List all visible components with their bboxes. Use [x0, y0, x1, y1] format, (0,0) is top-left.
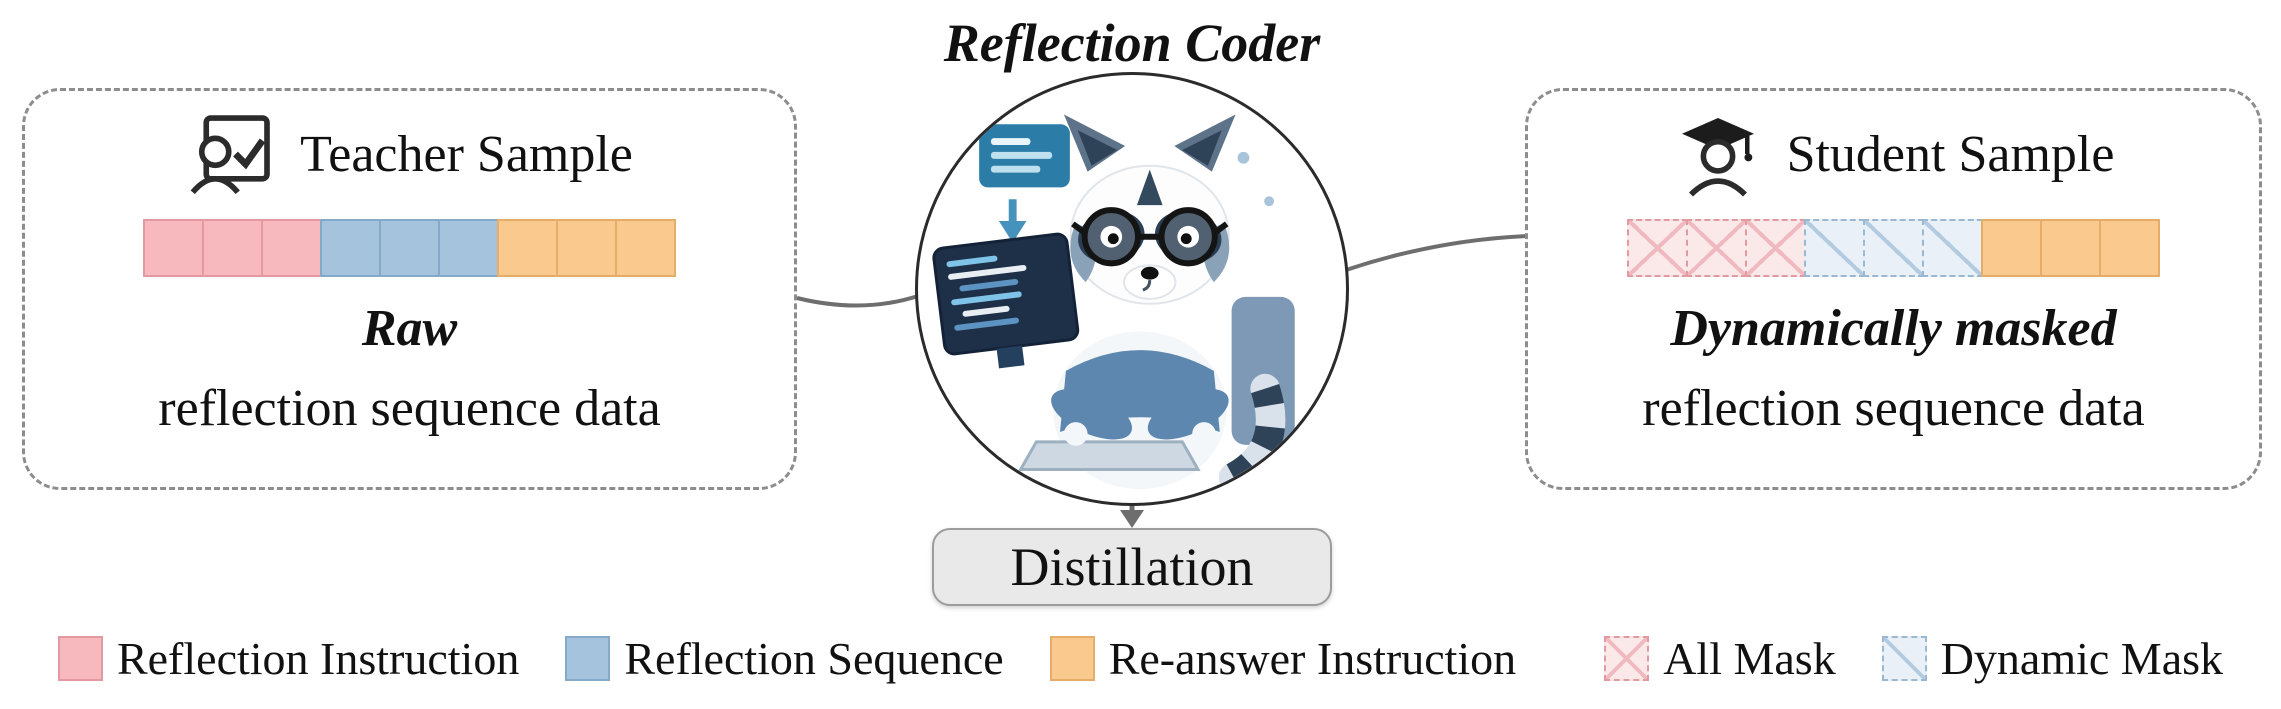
legend-item-dynamic-mask: Dynamic Mask — [1881, 632, 2224, 685]
teacher-caption-emphasis: Raw — [361, 300, 458, 357]
legend-label: Reflection Instruction — [116, 633, 520, 684]
sequence-cell-blue-masked — [1804, 219, 1865, 277]
student-sequence — [1528, 219, 2259, 277]
sequence-cell-pink — [143, 219, 204, 277]
student-sample-panel: Student Sample Dynamically masked reflec… — [1525, 88, 2262, 490]
legend-item-reflection-sequence: Reflection Sequence — [565, 632, 1004, 685]
sequence-cell-pink-masked — [1627, 219, 1688, 277]
teacher-sample-panel: Teacher Sample Raw reflection sequence d… — [22, 88, 797, 490]
sequence-cell-blue-masked — [1863, 219, 1924, 277]
raccoon-coder-illustration — [915, 72, 1349, 506]
sequence-cell-blue — [379, 219, 440, 277]
teacher-header: Teacher Sample — [25, 109, 794, 199]
legend-label: Reflection Sequence — [624, 633, 1004, 684]
sequence-cell-pink-masked — [1745, 219, 1806, 277]
sequence-cell-blue — [438, 219, 499, 277]
sequence-cell-orange — [1981, 219, 2042, 277]
sequence-cell-pink — [261, 219, 322, 277]
student-caption-emphasis: Dynamically masked — [1670, 300, 2117, 357]
figure-title: Reflection Coder — [943, 13, 1321, 73]
legend-swatch-reflection-instruction — [57, 636, 103, 681]
sequence-cell-orange — [556, 219, 617, 277]
legend-label: Dynamic Mask — [1940, 633, 2224, 684]
distillation-node: Distillation — [932, 528, 1332, 606]
legend-label: All Mask — [1663, 633, 1836, 684]
student-caption: reflection sequence data — [1642, 380, 2145, 437]
legend: Reflection Instruction Reflection Sequen… — [0, 632, 2281, 685]
sequence-cell-orange — [497, 219, 558, 277]
sequence-cell-blue — [320, 219, 381, 277]
legend-label: Re-answer Instruction — [1108, 633, 1517, 684]
teacher-caption: reflection sequence data — [158, 380, 661, 437]
sequence-cell-blue-masked — [1922, 219, 1983, 277]
legend-item-reanswer-instruction: Re-answer Instruction — [1049, 632, 1517, 685]
graduate-icon — [1681, 118, 1754, 197]
sequence-cell-orange — [615, 219, 676, 277]
person-check-icon — [190, 115, 270, 195]
student-header: Student Sample — [1528, 109, 2259, 199]
sequence-cell-orange — [2099, 219, 2160, 277]
legend-swatch-reanswer-instruction — [1049, 636, 1095, 681]
legend-item-reflection-instruction: Reflection Instruction — [57, 632, 520, 685]
sequence-cell-pink-masked — [1686, 219, 1747, 277]
student-heading: Student Sample — [1786, 125, 2115, 183]
legend-swatch-all-mask — [1604, 636, 1650, 681]
teacher-heading: Teacher Sample — [300, 125, 633, 183]
legend-swatch-reflection-sequence — [565, 636, 611, 681]
legend-swatch-dynamic-mask — [1881, 636, 1927, 681]
sequence-cell-orange — [2040, 219, 2101, 277]
teacher-sequence — [25, 219, 794, 277]
sequence-cell-pink — [202, 219, 263, 277]
legend-item-all-mask: All Mask — [1604, 632, 1836, 685]
